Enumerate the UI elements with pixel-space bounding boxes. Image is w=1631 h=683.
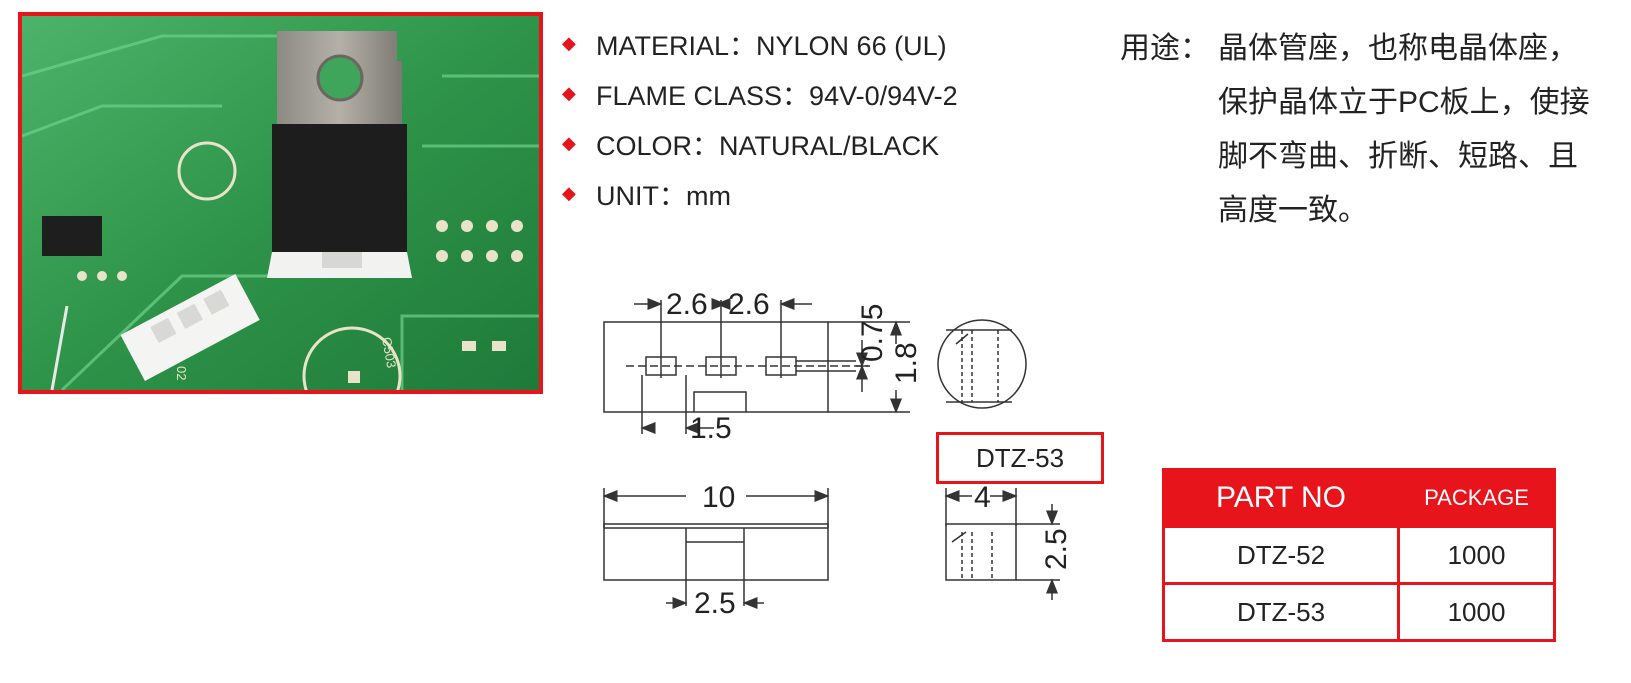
usage-line: 脚不弯曲、折断、短路、且: [1218, 140, 1578, 173]
front-view-outline: [603, 523, 829, 581]
silk-label-02: 02: [174, 366, 189, 380]
product-photo: C503 02: [18, 12, 543, 394]
bullet-icon: ◆: [562, 82, 576, 103]
cell-part-no: DTZ-53: [1162, 582, 1400, 642]
bullet-icon: ◆: [562, 132, 576, 153]
spec-material: ◆MATERIAL：NYLON 66 (UL): [562, 30, 947, 61]
table-header-row: PART NO PACKAGE: [1162, 468, 1556, 528]
header-part-no: PART NO: [1162, 468, 1400, 528]
side-view-outline: [945, 523, 1017, 581]
top-view: 2.6 2.6 1.5 0.75 1.8: [603, 288, 923, 445]
usage-label: 用途：: [1120, 32, 1210, 65]
usage-line: 晶体管座，也称电晶体座，: [1218, 32, 1578, 65]
end-view: [937, 319, 1027, 409]
dim-1-8: 1.8: [890, 342, 923, 384]
dim-slot-2-5: 2.5: [694, 587, 736, 620]
dim-side-height-2-5: 2.5: [1040, 528, 1073, 570]
technical-drawing: 2.6 2.6 1.5 0.75 1.8 10: [602, 288, 1073, 620]
dim-0-75: 0.75: [856, 304, 889, 362]
model-label-box: DTZ-53: [936, 432, 1104, 484]
dim-pitch-right: 2.6: [728, 288, 770, 321]
usage-line: 高度一致。: [1218, 194, 1368, 227]
transistor-body: [272, 124, 407, 254]
table-row: DTZ-53 1000: [1162, 582, 1556, 642]
spec-unit: ◆UNIT：mm: [562, 180, 731, 211]
dim-side-width-4: 4: [974, 481, 991, 514]
dim-width-10: 10: [702, 481, 735, 514]
front-view: 10 2.5: [602, 481, 830, 620]
part-number-table: PART NO PACKAGE DTZ-52 1000 DTZ-53 1000: [1162, 468, 1556, 642]
cell-package: 1000: [1397, 582, 1556, 642]
bullet-icon: ◆: [562, 32, 576, 53]
cell-part-no: DTZ-52: [1162, 525, 1400, 585]
tab-hole: [316, 54, 364, 102]
usage-line: 保护晶体立于PC板上，使接: [1218, 86, 1590, 119]
top-view-outline: [603, 321, 829, 413]
pcb-photo-illustration: C503 02: [22, 16, 539, 390]
header-package: PACKAGE: [1397, 468, 1556, 528]
dim-1-5: 1.5: [690, 412, 732, 445]
silk-label-c503: C503: [379, 336, 399, 369]
spec-list: ◆MATERIAL：NYLON 66 (UL) ◆FLAME CLASS：94V…: [562, 18, 958, 218]
dim-pitch-left: 2.6: [666, 288, 708, 321]
end-view-outline: [937, 319, 1027, 409]
cell-package: 1000: [1397, 525, 1556, 585]
spec-flame-class: ◆FLAME CLASS：94V-0/94V-2: [562, 80, 958, 111]
top-view-notch: [693, 391, 747, 412]
table-row: DTZ-52 1000: [1162, 525, 1556, 585]
spec-color: ◆COLOR：NATURAL/BLACK: [562, 130, 940, 161]
bullet-icon: ◆: [562, 182, 576, 203]
side-view: 4 2.5: [944, 481, 1073, 600]
loose-holder: [120, 273, 260, 381]
